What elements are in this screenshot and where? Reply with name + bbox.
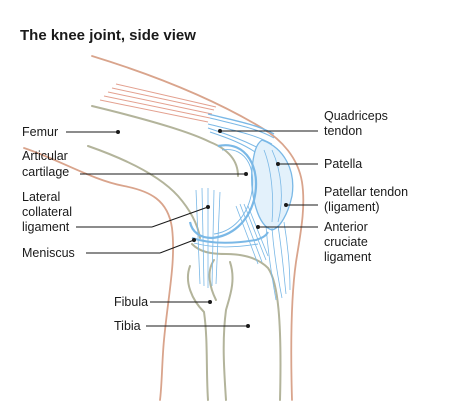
anterior-cruciate-ligament	[235, 203, 269, 265]
fibula-bone	[208, 259, 234, 401]
meniscus-label: Meniscus	[22, 246, 75, 260]
label-patellar-tendon: Patellar tendon (ligament)	[284, 185, 408, 214]
quadriceps-label-line2: tendon	[324, 124, 362, 138]
patella-label: Patella	[324, 157, 362, 171]
tibia-label: Tibia	[114, 319, 141, 333]
patellar-label-line1: Patellar tendon	[324, 185, 408, 199]
quadriceps-label-line1: Quadriceps	[324, 109, 388, 123]
anterior-label-line1: Anterior	[324, 220, 368, 234]
lateral-label-line1: Lateral	[22, 190, 60, 204]
patellar-label-line2: (ligament)	[324, 200, 380, 214]
meniscus	[191, 231, 269, 248]
label-tibia: Tibia	[114, 319, 250, 333]
anterior-label-line3: ligament	[324, 250, 372, 264]
fibula-label: Fibula	[114, 295, 148, 309]
tibia-bone	[186, 243, 282, 401]
label-fibula: Fibula	[114, 295, 212, 309]
patellar-tendon	[265, 221, 291, 301]
articular-cartilage	[188, 144, 258, 240]
diagram-title: The knee joint, side view	[20, 27, 196, 44]
label-femur: Femur	[22, 125, 120, 139]
label-anterior-cruciate: Anterior cruciate ligament	[256, 220, 372, 264]
lateral-label-line2: collateral	[22, 205, 72, 219]
label-articular-cartilage: Articular cartilage	[22, 149, 248, 179]
femur-bone	[87, 105, 239, 239]
label-meniscus: Meniscus	[22, 238, 196, 260]
lateral-collateral-ligament	[195, 187, 221, 288]
label-lateral-collateral: Lateral collateral ligament	[22, 190, 210, 234]
quadriceps-muscle	[99, 83, 217, 123]
articular-label-line2: cartilage	[22, 165, 69, 179]
label-patella: Patella	[276, 157, 362, 171]
label-quadriceps-tendon: Quadriceps tendon	[218, 109, 388, 138]
lateral-label-line3: ligament	[22, 220, 70, 234]
articular-label-line1: Articular	[22, 149, 68, 163]
patella-bone	[251, 139, 294, 231]
femur-label: Femur	[22, 125, 58, 139]
anterior-label-line2: cruciate	[324, 235, 368, 249]
